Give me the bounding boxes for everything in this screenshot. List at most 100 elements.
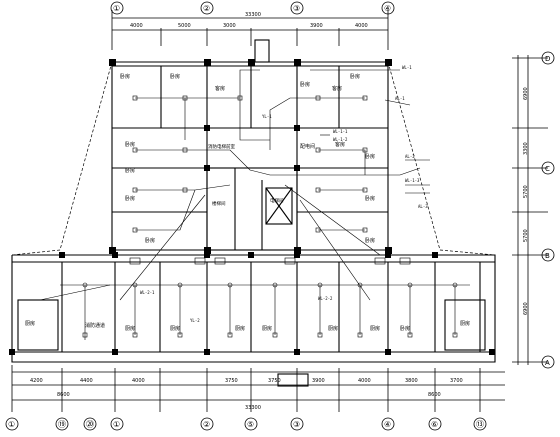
circuit-note: WL-1-1 [333, 129, 348, 134]
axis-label-bottom-8: ④ [384, 420, 391, 429]
room-label: 卧房 [120, 73, 130, 80]
bottom-dim-7: 4000 [358, 378, 371, 384]
room-label: 卧房 [170, 73, 180, 80]
axis-label-bottom-7: ③ [293, 420, 300, 429]
bottom-dim-lower-2: 8600 [428, 392, 441, 398]
axis-bubble-bottom-9 [428, 417, 442, 431]
bottom-dim-2: 4400 [80, 378, 93, 384]
top-dim-5: 4000 [355, 23, 368, 29]
building-walls [11, 39, 496, 387]
circuit-note: AL-3 [418, 204, 428, 209]
room-label: 厨房 [262, 325, 272, 332]
top-dim-2: 5000 [178, 23, 191, 29]
room-label: 卧房 [300, 81, 310, 88]
room-label: 楼梯间 [212, 200, 226, 207]
axis-label-top-3: ③ [293, 4, 300, 13]
axis-label-right-b: B [545, 252, 550, 260]
axis-label-top-2: ② [203, 4, 210, 13]
right-dim-4: 5700 [523, 229, 529, 242]
room-label: 卧房 [125, 141, 135, 148]
room-label: 卧房 [145, 237, 155, 244]
right-dim-3: 5700 [523, 185, 529, 198]
room-label: 卧房 [400, 325, 410, 332]
right-dim-5: 6900 [523, 302, 529, 315]
axis-label-bottom-10: ⑬ [476, 420, 484, 429]
circuit-note: WL-2-2 [318, 296, 333, 301]
top-dimension-chain: 33300 4000 5000 3000 3900 4000 ① ② ③ ④ [110, 1, 395, 50]
columns [9, 59, 495, 355]
room-label: 客房 [335, 141, 345, 148]
axis-bubble-top-4 [381, 1, 395, 15]
circuit-note: WL-1 [402, 65, 412, 70]
room-label: 厨房 [460, 320, 470, 327]
bottom-overall-dim: 33300 [245, 405, 261, 411]
bottom-dim-6: 3900 [312, 378, 325, 384]
room-labels: 卧房 卧房 客房 卧房 卧房 客房 卧房 卧房 卧房 卧房 卧房 卧房 卧房 客… [25, 73, 470, 332]
axis-label-bottom-9: ⑥ [431, 420, 438, 429]
bottom-dim-5: 3750 [268, 378, 281, 384]
room-label: 厨房 [370, 325, 380, 332]
axis-label-top-1: ① [113, 4, 120, 13]
axis-bubble-right-a [541, 355, 555, 369]
room-label: 卧房 [125, 195, 135, 202]
axis-label-bottom-2: ⑲ [58, 420, 66, 429]
axis-bubble-bottom-2 [55, 417, 69, 431]
axis-label-top-4: ④ [384, 4, 391, 13]
right-dimension-chain: 6900 3300 5700 5700 6900 D C B A [512, 51, 555, 369]
bottom-dim-1: 4200 [30, 378, 43, 384]
room-label: 卧房 [125, 167, 135, 174]
axis-label-bottom-5: ② [203, 420, 210, 429]
axis-bubble-top-1 [110, 1, 124, 15]
axis-bubble-right-b [541, 248, 555, 262]
wiring [39, 69, 470, 340]
room-label: 消防通道 [85, 322, 105, 329]
axis-bubble-bottom-4 [110, 417, 124, 431]
top-dim-3: 3000 [223, 23, 236, 29]
right-dim-1: 6900 [523, 87, 529, 100]
axis-bubble-top-2 [200, 1, 214, 15]
top-overall-dim: 33300 [245, 12, 261, 18]
room-label: 厨房 [25, 320, 35, 327]
right-dim-2: 3300 [523, 142, 529, 155]
circuit-note: YL-1 [262, 114, 272, 119]
room-label: 配电间 [300, 143, 315, 150]
axis-label-bottom-6: ⑤ [247, 420, 254, 429]
circuit-note: AL-1 [395, 96, 405, 101]
room-label: 厨房 [328, 325, 338, 332]
axis-label-right-d: D [545, 55, 550, 63]
room-label: 客房 [332, 85, 342, 92]
circuit-notes: WL-1 AL-1 AL-2 AL-3 WL-1-1 WL-1-2 WL-1-3… [140, 65, 428, 323]
axis-label-right-a: A [545, 359, 550, 367]
axis-bubble-bottom-5 [200, 417, 214, 431]
room-label: 卧房 [365, 237, 375, 244]
top-dim-1: 4000 [130, 23, 143, 29]
axis-bubble-top-3 [290, 1, 304, 15]
bottom-dim-3: 4000 [132, 378, 145, 384]
top-dim-4: 3900 [310, 23, 323, 29]
room-label: 卧房 [350, 73, 360, 80]
circuit-note: YL-2 [190, 318, 200, 323]
room-label: 消防电梯前室 [208, 143, 235, 150]
axis-bubble-bottom-6 [244, 417, 258, 431]
circuit-note: WL-2-1 [140, 290, 155, 295]
light-fixtures [82, 95, 458, 338]
axis-bubble-right-c [541, 161, 555, 175]
axis-label-bottom-4: ① [113, 420, 120, 429]
axis-bubble-bottom-10 [473, 417, 487, 431]
axis-bubble-right-d [541, 51, 555, 65]
circuit-note: AL-2 [405, 154, 415, 159]
room-label: 厨房 [125, 325, 135, 332]
room-label: 卧房 [365, 195, 375, 202]
bottom-dimension-chain: 4200 4400 4000 3750 3750 3900 4000 3800 … [5, 365, 505, 431]
room-label: 卧房 [365, 153, 375, 160]
bottom-dim-8: 3800 [405, 378, 418, 384]
axis-label-bottom-3: ⑳ [86, 420, 94, 429]
axis-bubble-bottom-7 [290, 417, 304, 431]
axis-bubble-bottom-1 [5, 417, 19, 431]
bottom-dim-lower-1: 8600 [57, 392, 70, 398]
room-label: 客房 [215, 85, 225, 92]
circuit-note: WL-1-3 [405, 178, 420, 183]
axis-label-right-c: C [545, 165, 550, 173]
axis-label-bottom-1: ① [8, 420, 15, 429]
